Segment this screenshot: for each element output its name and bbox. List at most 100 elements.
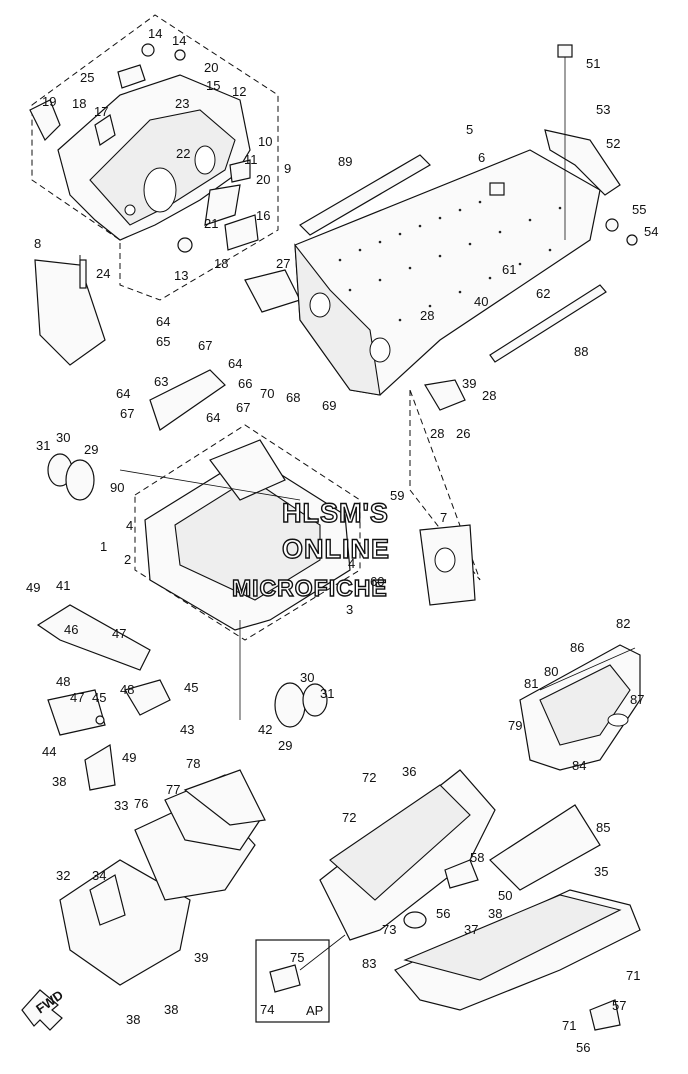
- callout-47: 47: [112, 626, 126, 641]
- callout-36: 36: [402, 764, 416, 779]
- mount-clip-17: [94, 114, 116, 146]
- callout-26: 26: [456, 426, 470, 441]
- callout-4: 4: [126, 518, 133, 533]
- chassis-frame-group: [119, 369, 476, 641]
- fwd-arrow: FWD: [21, 987, 66, 1031]
- cushion-25: [117, 64, 146, 89]
- callout-89: 89: [338, 154, 352, 169]
- boot-group-upper: [47, 453, 95, 501]
- callout-16: 16: [256, 208, 270, 223]
- callout-62: 62: [536, 286, 550, 301]
- callout-46: 46: [64, 622, 78, 637]
- nut-48: [95, 715, 105, 725]
- callout-69: 69: [322, 398, 336, 413]
- callout-10: 10: [258, 134, 272, 149]
- strip-86: [539, 647, 636, 691]
- callout-87: 87: [630, 692, 644, 707]
- callout-67: 67: [120, 406, 134, 421]
- callout-38: 38: [164, 1002, 178, 1017]
- callout-68: 68: [286, 390, 300, 405]
- callout-18: 18: [72, 96, 86, 111]
- trim-strip-88: [489, 284, 607, 363]
- callout-72: 72: [362, 770, 376, 785]
- callout-8: 8: [34, 236, 41, 251]
- callout-54: 54: [644, 224, 658, 239]
- callout-60: 60: [370, 574, 384, 589]
- shield-inner-80: [539, 664, 631, 746]
- bracket-43: [124, 679, 171, 716]
- belly-pan-36-inner: [329, 784, 471, 901]
- callout-76: 76: [134, 796, 148, 811]
- callout-38: 38: [126, 1012, 140, 1027]
- callout-88: 88: [574, 344, 588, 359]
- callout-56: 56: [576, 1040, 590, 1055]
- bracket-57: [589, 999, 621, 1031]
- shield-hole-87: [607, 713, 629, 727]
- callout-27: 27: [276, 256, 290, 271]
- belly-pan-right-group: [319, 769, 641, 1031]
- callout-13: 13: [174, 268, 188, 283]
- callout-64: 64: [156, 314, 170, 329]
- callout-48: 48: [120, 682, 134, 697]
- callout-12: 12: [232, 84, 246, 99]
- callout-20: 20: [204, 60, 218, 75]
- engine-mount-dashed-boundary: [31, 14, 279, 301]
- callout-28: 28: [430, 426, 444, 441]
- callout-28: 28: [482, 388, 496, 403]
- callout-64: 64: [116, 386, 130, 401]
- mount-bolt-hole: [124, 204, 136, 216]
- fwd-arrow-icon: [21, 989, 63, 1031]
- mount-plate-21: [204, 184, 241, 226]
- callout-56: 56: [436, 906, 450, 921]
- bracket-44: [47, 689, 106, 736]
- callout-40: 40: [474, 294, 488, 309]
- rod-24: [79, 259, 87, 289]
- callout-71: 71: [562, 1018, 576, 1033]
- panel-34: [89, 874, 126, 926]
- callout-77: 77: [166, 782, 180, 797]
- callout-28: 28: [420, 308, 434, 323]
- callout-82: 82: [616, 616, 630, 631]
- rail-rivet-pattern: [338, 192, 562, 322]
- callout-29: 29: [84, 442, 98, 457]
- bolt-54: [626, 234, 638, 246]
- callout-75: 75: [290, 950, 304, 965]
- rail-hole-1: [309, 292, 331, 318]
- callout-41: 41: [56, 578, 70, 593]
- callout-15: 15: [206, 78, 220, 93]
- callout-58: 58: [470, 850, 484, 865]
- callout-61: 61: [502, 262, 516, 277]
- watermark-line2: ONLINE: [282, 534, 390, 564]
- callout-37: 37: [464, 922, 478, 937]
- rail-hole-2: [369, 337, 391, 363]
- ring-30b: [302, 683, 328, 717]
- watermark: HLSM'S ONLINE MICROFICHE: [231, 497, 390, 601]
- callout-33: 33: [114, 798, 128, 813]
- callout-labels: 14 14 20 25 15 12 23 19 18 17 10 22 11 9…: [26, 26, 658, 1055]
- callout-85: 85: [596, 820, 610, 835]
- callout-45: 45: [184, 680, 198, 695]
- callout-4: 4: [348, 556, 355, 571]
- callout-9: 9: [284, 161, 291, 176]
- callout-57: 57: [612, 998, 626, 1013]
- ap-bracket: [269, 964, 301, 993]
- bracket-26: [424, 379, 466, 411]
- bracket-7-hole: [434, 547, 456, 573]
- callout-19: 19: [42, 94, 56, 109]
- callout-25: 25: [80, 70, 94, 85]
- belly-pan-left-group: [59, 769, 266, 986]
- bracket-8: [34, 259, 106, 366]
- callout-72: 72: [342, 810, 356, 825]
- boot-29a: [65, 459, 95, 501]
- callout-67: 67: [198, 338, 212, 353]
- callout-5: 5: [466, 122, 473, 137]
- callout-39: 39: [462, 376, 476, 391]
- bumper-41: [36, 604, 151, 671]
- plate-58: [444, 859, 479, 889]
- callout-73: 73: [382, 922, 396, 937]
- boot-29b: [274, 682, 306, 728]
- callout-63: 63: [154, 374, 168, 389]
- ap-label: AP: [306, 1003, 323, 1018]
- callout-6: 6: [478, 150, 485, 165]
- callout-49: 49: [122, 750, 136, 765]
